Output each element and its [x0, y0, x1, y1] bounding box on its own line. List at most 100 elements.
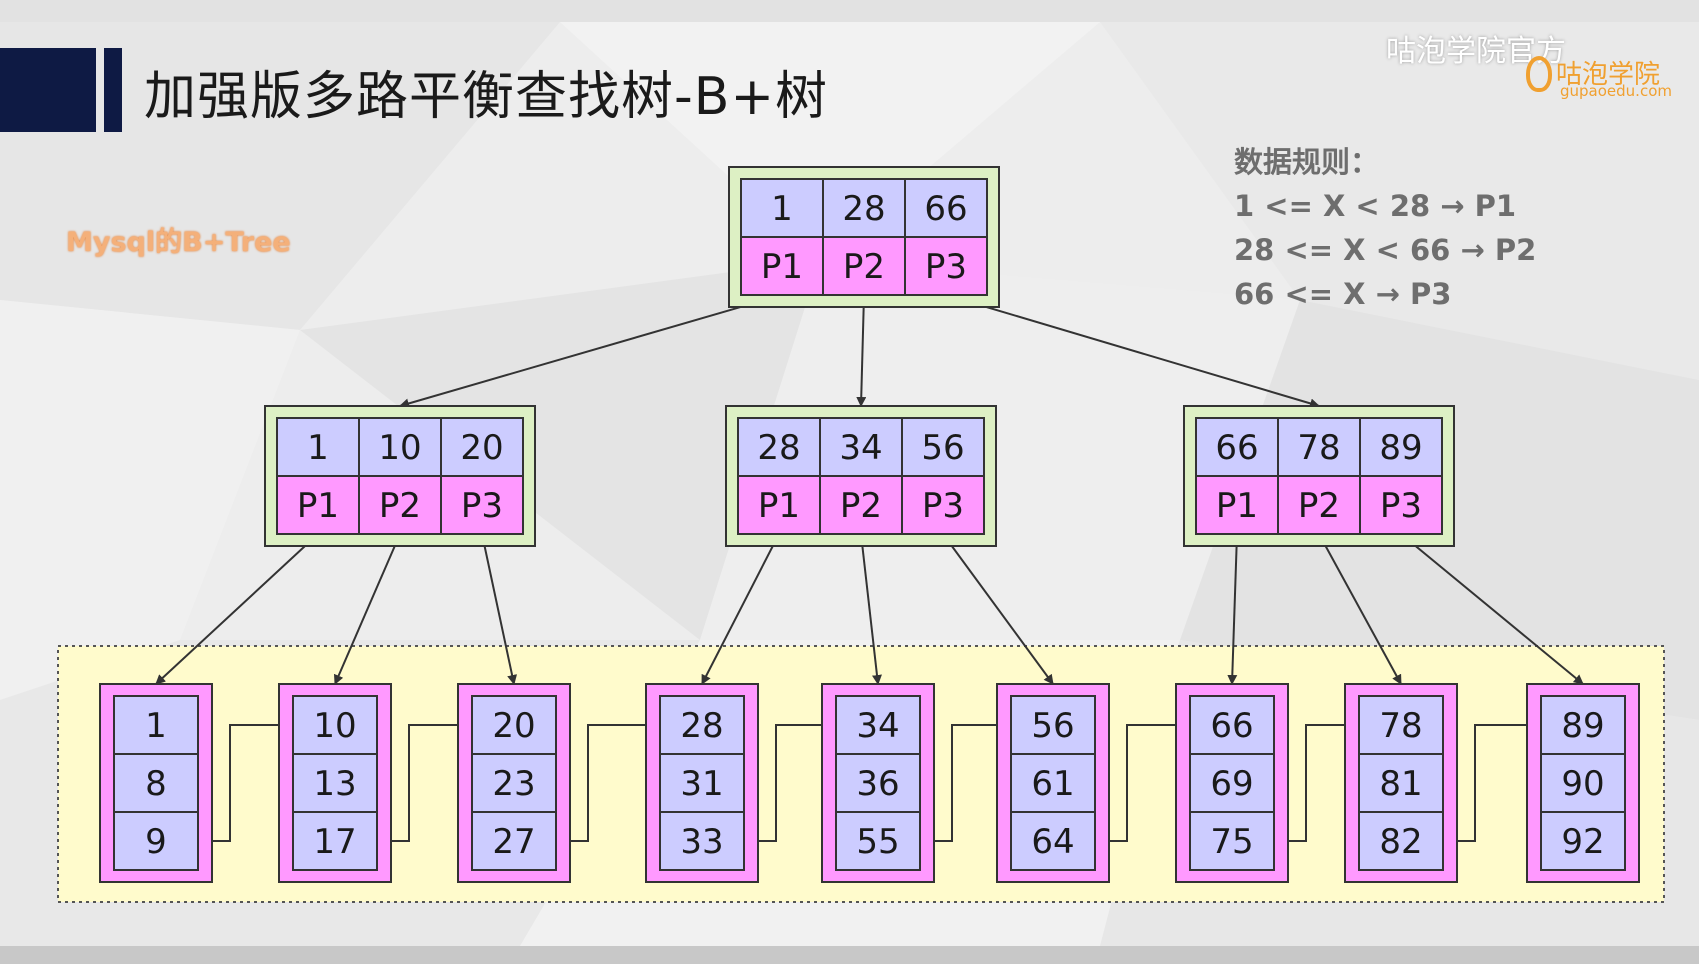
leaf-key-label: 27 [492, 822, 535, 862]
leaf-key-label: 90 [1561, 764, 1604, 804]
leaf-key-label: 9 [145, 822, 167, 862]
key-label: 34 [839, 428, 882, 468]
pointer-label: P2 [843, 247, 885, 287]
internal-to-leaf-arrow-3 [481, 533, 518, 685]
leaf-link-arrow-4 [744, 720, 837, 842]
leaf-key-label: 81 [1379, 764, 1422, 804]
leaf-key-cell [659, 753, 745, 813]
leaf-key-cell [1010, 811, 1096, 871]
leaf-link-arrow-7 [1274, 720, 1360, 842]
leaf-key-label: 89 [1561, 706, 1604, 746]
leaf-key-label: 17 [313, 822, 356, 862]
leaf-link-arrow-8 [1443, 720, 1542, 842]
leaf-key-cell [1189, 811, 1275, 871]
leaf-key-cell [835, 753, 921, 813]
title-accent-block [0, 48, 96, 132]
internal-to-leaf-arrow-1 [155, 533, 319, 685]
leaf-key-cell [113, 811, 199, 871]
pointer-label: P1 [297, 486, 339, 526]
internal-to-leaf-arrow-6 [942, 533, 1054, 685]
leaf-key-cell [1010, 695, 1096, 755]
leaf-key-cell [835, 811, 921, 871]
logo-url: gupaoedu.com [1560, 82, 1672, 100]
key-label: 1 [307, 428, 329, 468]
leaf-key-label: 10 [313, 706, 356, 746]
data-rules: 数据规则： 1 <= X < 28 → P1 28 <= X < 66 → P2… [1234, 140, 1536, 316]
leaf-link-arrow-2 [377, 720, 473, 842]
leaf-key-label: 8 [145, 764, 167, 804]
leaf-link-arrow-6 [1095, 720, 1191, 842]
leaf-node-3: 20 23 27 [457, 683, 571, 883]
leaf-key-cell [1189, 753, 1275, 813]
pointer-label: P2 [1298, 486, 1340, 526]
leaf-key-cell [1540, 811, 1626, 871]
pointer-label: P3 [925, 247, 967, 287]
leaf-key-label: 75 [1210, 822, 1253, 862]
slide-subtitle: Mysql的B+Tree [66, 227, 291, 258]
internal-to-leaf-arrow-7 [1227, 533, 1238, 685]
leaf-node-1: 1 8 9 [99, 683, 213, 883]
leaf-key-cell [471, 753, 557, 813]
rule-line-2: 28 <= X < 66 → P2 [1234, 233, 1537, 267]
leaf-key-cell [1358, 695, 1444, 755]
leaf-key-label: 55 [856, 822, 899, 862]
leaf-key-cell [292, 753, 378, 813]
rule-line-1: 1 <= X < 28 → P1 [1234, 189, 1517, 223]
slide-title: 加强版多路平衡查找树-B+树 [144, 67, 829, 127]
bottom-bar [0, 946, 1699, 964]
leaf-key-cell [471, 811, 557, 871]
leaf-key-label: 92 [1561, 822, 1604, 862]
key-cell [822, 178, 906, 238]
key-cell [1359, 417, 1443, 477]
pointer-label: P1 [758, 486, 800, 526]
leaf-key-cell [1540, 753, 1626, 813]
key-cell [358, 417, 442, 477]
top-bar [0, 0, 1699, 22]
pointer-label: P3 [1380, 486, 1422, 526]
leaf-node-8: 78 81 82 [1344, 683, 1458, 883]
logo-text: 咕泡学院 [1556, 60, 1661, 90]
internal-to-leaf-arrow-5 [860, 533, 882, 685]
leaf-key-cell [292, 811, 378, 871]
pointer-cell [904, 236, 988, 296]
pointer-cell [822, 236, 906, 296]
leaf-key-cell [1358, 811, 1444, 871]
pointer-cell [440, 475, 524, 535]
root-to-internal-arrow-1 [399, 294, 783, 409]
leaf-key-cell [113, 695, 199, 755]
leaf-key-label: 13 [313, 764, 356, 804]
pointer-cell [819, 475, 903, 535]
leaf-key-label: 82 [1379, 822, 1422, 862]
key-label: 10 [378, 428, 421, 468]
pointer-label: P3 [461, 486, 503, 526]
internal-to-leaf-arrow-2 [333, 533, 401, 685]
leaf-key-label: 20 [492, 706, 535, 746]
key-cell [440, 417, 524, 477]
pointer-cell [1195, 475, 1279, 535]
leaf-key-label: 1 [145, 706, 167, 746]
key-label: 78 [1297, 428, 1340, 468]
leaf-link-arrow-1 [198, 720, 294, 842]
leaf-key-label: 31 [680, 764, 723, 804]
leaf-key-label: 36 [856, 764, 899, 804]
key-cell [740, 178, 824, 238]
pointer-label: P2 [840, 486, 882, 526]
leaf-key-cell [1540, 695, 1626, 755]
leaf-key-label: 23 [492, 764, 535, 804]
internal-to-leaf-arrow-8 [1318, 533, 1402, 685]
key-cell [904, 178, 988, 238]
leaf-link-arrow-5 [920, 720, 1012, 842]
internal-to-leaf-arrow-9 [1400, 533, 1584, 685]
leaf-node-2: 10 13 17 [278, 683, 392, 883]
leaf-key-label: 28 [680, 706, 723, 746]
rules-heading: 数据规则： [1234, 145, 1380, 179]
leaf-key-cell [659, 811, 745, 871]
leaf-key-label: 78 [1379, 706, 1422, 746]
pointer-label: P3 [922, 486, 964, 526]
